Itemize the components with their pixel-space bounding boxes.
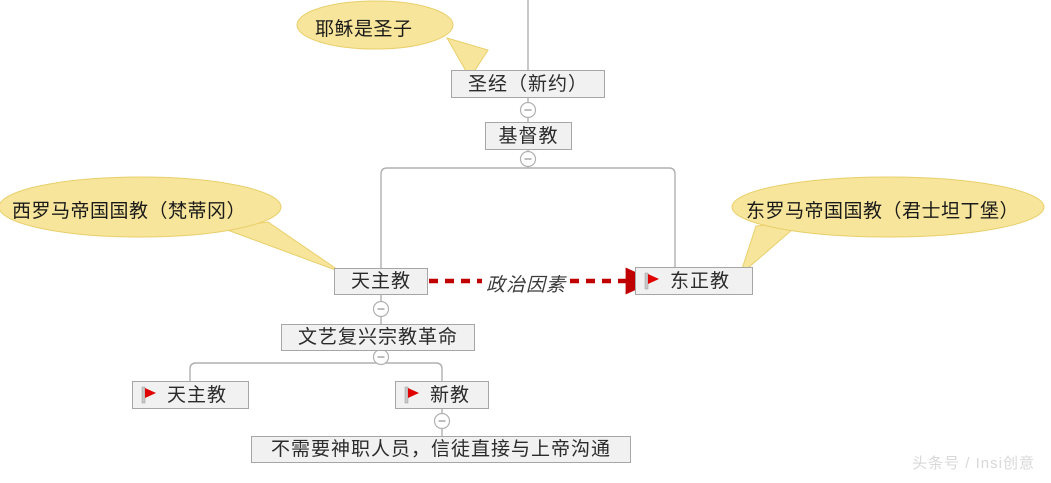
flag-icon <box>642 271 662 291</box>
node-reformation-label: 文艺复兴宗教革命 <box>297 327 458 348</box>
node-catholic-lower[interactable]: 天主教 <box>132 381 249 409</box>
node-bible-label: 圣经（新约） <box>467 73 588 95</box>
node-protestant-label: 新教 <box>430 384 471 406</box>
connector-branch-bracket-main <box>380 167 676 269</box>
node-doctrine-label: 不需要神职人员，信徒直接与上帝沟通 <box>270 439 611 460</box>
flag-icon <box>139 385 159 405</box>
node-reformation[interactable]: 文艺复兴宗教革命 <box>281 324 475 351</box>
callout-west-rome-shape <box>0 176 342 273</box>
connector-branch-bracket-lower <box>189 362 443 381</box>
callout-jesus-label: 耶稣是圣子 <box>315 19 413 40</box>
node-catholic-lower-label: 天主教 <box>167 384 228 406</box>
watermark: 头条号 / Insi创意 <box>912 455 1035 472</box>
node-doctrine[interactable]: 不需要神职人员，信徒直接与上帝沟通 <box>251 436 631 463</box>
node-protestant[interactable]: 新教 <box>395 381 489 409</box>
callout-east-rome-label: 东罗马帝国国教（君士坦丁堡） <box>746 201 1020 222</box>
callout-west-rome-label: 西罗马帝国国教（梵蒂冈） <box>12 201 247 222</box>
callout-jesus-shape <box>296 0 489 79</box>
node-orthodox-label: 东正教 <box>670 270 731 292</box>
edge-politics-label: 政治因素 <box>484 270 569 297</box>
flag-icon <box>402 385 422 405</box>
node-christianity[interactable]: 基督教 <box>485 122 572 150</box>
node-christianity-label: 基督教 <box>498 125 559 147</box>
node-catholic[interactable]: 天主教 <box>334 268 428 295</box>
collapse-icon-group[interactable] <box>372 101 537 430</box>
node-orthodox[interactable]: 东正教 <box>635 267 753 295</box>
callout-east-rome-shape <box>731 176 1045 277</box>
node-catholic-label: 天主教 <box>350 271 411 292</box>
node-bible[interactable]: 圣经（新约） <box>451 70 605 98</box>
